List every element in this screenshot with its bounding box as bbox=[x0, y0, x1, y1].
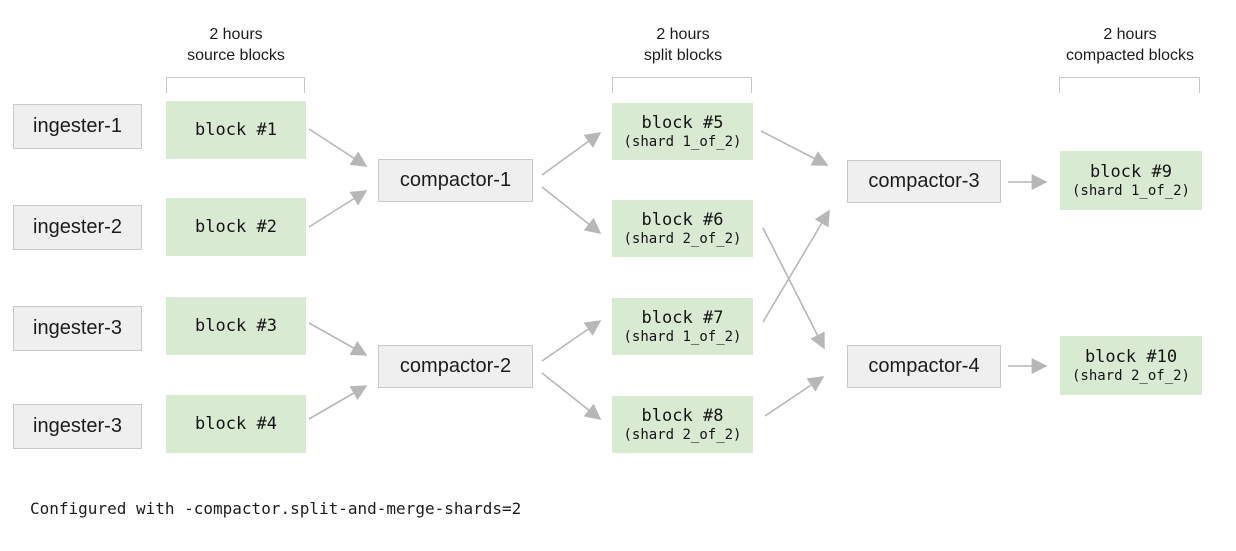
header-line: split blocks bbox=[643, 47, 723, 64]
block-8: block #8 (shard 2_of_2) bbox=[612, 396, 753, 453]
config-caption: Configured with -compactor.split-and-mer… bbox=[30, 499, 522, 518]
arrow-block8-compactor4 bbox=[764, 376, 825, 417]
arrow-block6-compactor4 bbox=[762, 227, 825, 350]
arrow-block5-compactor3 bbox=[760, 130, 829, 166]
node-ingester-2: ingester-2 bbox=[13, 205, 142, 250]
block-3: block #3 bbox=[166, 297, 306, 355]
node-ingester-1: ingester-1 bbox=[13, 104, 142, 149]
block-4: block #4 bbox=[166, 395, 306, 453]
arrow-block3-compactor2 bbox=[308, 322, 368, 356]
block-shard-label: (shard 1_of_2) bbox=[1071, 182, 1190, 199]
block-label: block #9 bbox=[1090, 161, 1172, 182]
header-line: 2 hours bbox=[209, 26, 263, 43]
header-compacted-blocks: 2 hours compacted blocks bbox=[1020, 24, 1236, 66]
node-ingester-3: ingester-3 bbox=[13, 306, 142, 351]
block-9: block #9 (shard 1_of_2) bbox=[1060, 151, 1202, 210]
block-label: block #3 bbox=[195, 315, 277, 336]
block-label: block #2 bbox=[195, 216, 277, 237]
node-compactor-4: compactor-4 bbox=[847, 345, 1001, 388]
block-2: block #2 bbox=[166, 198, 306, 256]
block-label: block #8 bbox=[641, 405, 724, 426]
bracket-source-blocks bbox=[166, 77, 305, 93]
block-label: block #5 bbox=[641, 112, 724, 133]
block-label: block #7 bbox=[641, 307, 724, 328]
header-line: compacted blocks bbox=[1065, 47, 1195, 64]
header-source-blocks: 2 hours source blocks bbox=[126, 24, 346, 66]
header-line: 2 hours bbox=[1103, 26, 1157, 43]
block-shard-label: (shard 2_of_2) bbox=[623, 230, 742, 247]
node-compactor-1: compactor-1 bbox=[378, 159, 533, 202]
arrow-compactor2-block7 bbox=[541, 320, 602, 362]
block-shard-label: (shard 1_of_2) bbox=[623, 133, 742, 150]
block-10: block #10 (shard 2_of_2) bbox=[1060, 336, 1202, 395]
arrow-compactor1-block5 bbox=[541, 132, 602, 176]
node-compactor-3: compactor-3 bbox=[847, 160, 1001, 203]
block-label: block #6 bbox=[641, 209, 724, 230]
bracket-split-blocks bbox=[612, 77, 752, 93]
block-7: block #7 (shard 1_of_2) bbox=[612, 298, 753, 355]
node-compactor-2: compactor-2 bbox=[378, 345, 533, 388]
header-line: source blocks bbox=[187, 47, 285, 64]
arrow-compactor1-block6 bbox=[541, 186, 602, 234]
block-shard-label: (shard 1_of_2) bbox=[623, 328, 742, 345]
bracket-compacted-blocks bbox=[1059, 77, 1200, 93]
node-ingester-3b: ingester-3 bbox=[13, 404, 142, 449]
arrow-block1-compactor1 bbox=[308, 128, 368, 167]
arrow-block7-compactor3 bbox=[762, 209, 830, 323]
arrow-block2-compactor1 bbox=[308, 190, 368, 228]
block-6: block #6 (shard 2_of_2) bbox=[612, 200, 753, 257]
arrow-block4-compactor2 bbox=[308, 385, 368, 420]
block-label: block #4 bbox=[195, 413, 277, 434]
block-label: block #10 bbox=[1084, 346, 1178, 367]
block-shard-label: (shard 2_of_2) bbox=[623, 426, 742, 443]
header-split-blocks: 2 hours split blocks bbox=[573, 24, 793, 66]
block-5: block #5 (shard 1_of_2) bbox=[612, 103, 753, 160]
arrow-compactor2-block8 bbox=[541, 372, 602, 420]
header-line: 2 hours bbox=[656, 26, 710, 43]
block-shard-label: (shard 2_of_2) bbox=[1071, 367, 1190, 384]
block-label: block #1 bbox=[195, 119, 277, 140]
block-1: block #1 bbox=[166, 101, 306, 159]
